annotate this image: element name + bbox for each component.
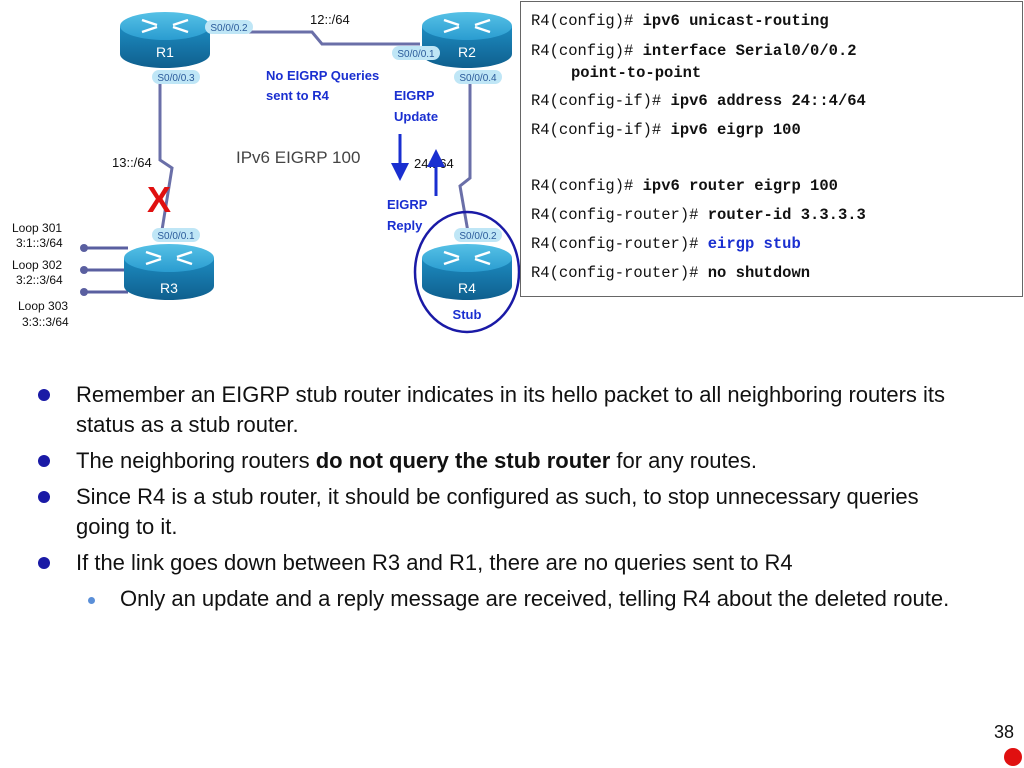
update-text-1: EIGRP: [394, 88, 435, 103]
svg-text:3:3::3/64: 3:3::3/64: [22, 315, 69, 329]
router-label: R2: [458, 44, 476, 60]
svg-text:Loop 302: Loop 302: [12, 258, 62, 272]
config-line: R4(config-router)# router-id 3.3.3.3: [531, 206, 866, 224]
config-line: R4(config-router)# eirgp stub: [531, 235, 801, 253]
diagram-title: IPv6 EIGRP 100: [236, 148, 360, 167]
loopback-dots: [80, 244, 88, 296]
svg-text:Loop 303: Loop 303: [18, 299, 68, 313]
router-r2: R2: [422, 12, 512, 68]
no-query-text-2: sent to R4: [266, 88, 330, 103]
slide-marker-dot: [1004, 748, 1022, 766]
config-line: R4(config)# ipv6 router eigrp 100: [531, 177, 838, 195]
config-line: R4(config)# ipv6 unicast-routing: [531, 12, 829, 30]
svg-text:3:2::3/64: 3:2::3/64: [16, 273, 63, 287]
page-number: 38: [993, 722, 1014, 742]
net-r2-r4: 24::/64: [414, 156, 454, 171]
iface-r2-left: S0/0/0.1: [397, 49, 435, 60]
svg-text:3:1::3/64: 3:1::3/64: [16, 236, 63, 250]
sub-bullet-item: Only an update and a reply message are r…: [38, 584, 958, 614]
link-r1-r2: [205, 30, 420, 46]
bullet-icon: [38, 455, 50, 467]
reply-text-2: Reply: [387, 218, 423, 233]
loopback-links: [86, 246, 128, 294]
reply-text-1: EIGRP: [387, 197, 428, 212]
config-line: R4(config-if)# ipv6 eigrp 100: [531, 121, 801, 139]
link-r1-r3: [158, 82, 174, 231]
link-r2-r4: [458, 82, 472, 233]
bullet-item: If the link goes down between R3 and R1,…: [38, 548, 958, 578]
stub-circle: [413, 210, 520, 334]
interface-badges: S0/0/0.2 S0/0/0.3 S0/0/0.1 S0/0/0.4 S0/0…: [152, 20, 502, 242]
router-r3: R3: [124, 244, 214, 300]
router-r4: R4: [422, 244, 512, 300]
bullet-icon: [38, 389, 50, 401]
update-text-2: Update: [394, 109, 438, 124]
links: [158, 30, 472, 233]
bullet-icon: [38, 491, 50, 503]
svg-text:Loop 301: Loop 301: [12, 221, 62, 235]
iface-r1-top: S0/0/0.2: [210, 23, 248, 34]
bullet-icon: [38, 557, 50, 569]
no-query-text-1: No EIGRP Queries: [266, 68, 379, 83]
bullet-item: The neighboring routers do not query the…: [38, 446, 958, 476]
sub-bullet-icon: [88, 597, 95, 604]
config-line: R4(config)# interface Serial0/0/0.2 poin…: [531, 42, 857, 82]
iface-r1-bottom: S0/0/0.3: [157, 73, 195, 84]
router-r1: R1: [120, 12, 210, 68]
config-box: R4(config)# ipv6 unicast-routing R4(conf…: [520, 1, 1023, 297]
bullet-item: Since R4 is a stub router, it should be …: [38, 482, 958, 542]
loopback-labels: Loop 301 3:1::3/64 Loop 302 3:2::3/64 Lo…: [12, 221, 69, 329]
config-line: R4(config-if)# ipv6 address 24::4/64: [531, 92, 866, 110]
network-diagram: R1 R2 R3 R4 S0/0/0.2 S0/0/0.3 S0/0/0.1: [12, 12, 520, 334]
iface-r2-bottom: S0/0/0.4: [459, 73, 497, 84]
link-down-x-icon: X: [147, 179, 171, 220]
router-label: R1: [156, 44, 174, 60]
router-label: R3: [160, 280, 178, 296]
iface-r3-top: S0/0/0.1: [157, 231, 195, 242]
iface-r4-top: S0/0/0.2: [459, 231, 497, 242]
stub-label: Stub: [453, 307, 482, 322]
net-r1-r2: 12::/64: [310, 12, 350, 27]
config-line: R4(config-router)# no shutdown: [531, 264, 811, 282]
bullet-list: Remember an EIGRP stub router indicates …: [38, 380, 958, 620]
router-label: R4: [458, 280, 476, 296]
bullet-item: Remember an EIGRP stub router indicates …: [38, 380, 958, 440]
net-r1-r3: 13::/64: [112, 155, 152, 170]
